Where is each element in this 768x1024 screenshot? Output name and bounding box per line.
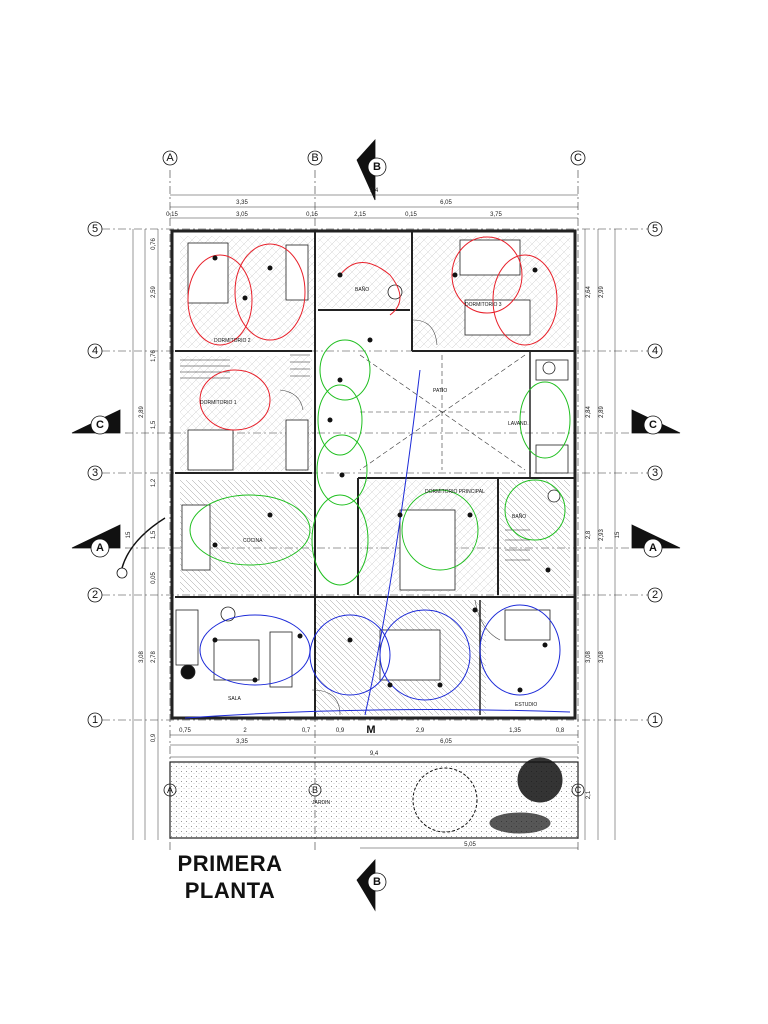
dim-left-5: 2,89 [139, 406, 145, 418]
axis-label-3-right: 3 [652, 467, 658, 479]
dim-top-part-2: 6,05 [440, 200, 452, 206]
room-label-bano-2: BAÑO [512, 513, 526, 520]
dim-right-4: 2,89 [599, 406, 605, 418]
section-markers [71, 138, 681, 912]
dim-top-detail-5: 0,15 [405, 212, 417, 218]
dim-top-detail-2: 3,05 [236, 212, 248, 218]
section-label-c-left: C [96, 419, 104, 431]
dim-bottom-detail-1: 0,75 [179, 728, 191, 734]
dim-left-9: 2,78 [151, 651, 157, 663]
room-label-dormitorio-3: DORMITORIO 3 [465, 302, 502, 308]
section-label-c-right: C [649, 419, 657, 431]
dim-right-3: 2,84 [586, 406, 592, 418]
room-label-lavand: LAVAND. [508, 421, 529, 427]
axis-label-5-left: 5 [92, 223, 98, 235]
section-label-a-right: A [649, 542, 657, 554]
circuit-red [187, 236, 558, 431]
dim-top-detail-3: 0,15 [306, 212, 318, 218]
dim-right-total: 15 [615, 531, 621, 538]
section-label-b-top: B [373, 161, 381, 173]
dim-right-1: 2,64 [586, 286, 592, 298]
section-label-a-left: A [96, 542, 104, 554]
dim-bottom-part-1: 3,35 [236, 739, 248, 745]
stairs [180, 354, 530, 561]
dim-top-detail-4: 2,15 [354, 212, 366, 218]
axis-label-b-top: B [311, 152, 318, 164]
room-label-cocina: COCINA [243, 538, 263, 544]
plan-title: PRIMERA PLANTA [150, 850, 310, 904]
dim-bottom-detail-7: 0,8 [556, 728, 565, 734]
dim-left-4: 1,5 [151, 420, 157, 429]
plan-title-line-1: PRIMERA [177, 851, 283, 876]
lamps [212, 255, 551, 693]
axis-label-2-right: 2 [652, 589, 658, 601]
section-label-m: M [366, 724, 375, 736]
dim-bottom-detail-5: 2,9 [416, 728, 425, 734]
dim-left-6: 1,2 [151, 478, 157, 487]
dim-bottom-detail-2: 2 [243, 728, 247, 734]
dim-left-8: 0,05 [151, 572, 157, 584]
patio-void [359, 354, 526, 471]
circuit-blue [184, 369, 571, 719]
dimension-lines [132, 194, 616, 849]
axis-label-c-top: C [574, 152, 582, 164]
room-label-jardin: JARDIN [312, 800, 330, 806]
dim-left-11: 0,9 [151, 733, 157, 742]
dim-right-6: 2,93 [599, 529, 605, 541]
dim-left-7: 1,5 [151, 530, 157, 539]
dim-right-8: 3,08 [599, 651, 605, 663]
circuit-green [189, 339, 571, 586]
dim-right-5: 2,8 [586, 530, 592, 539]
dim-left-10: 3,08 [139, 651, 145, 663]
axis-label-4-left: 4 [92, 345, 98, 357]
dim-top-detail-1: 0,15 [166, 212, 178, 218]
room-label-sala: SALA [228, 696, 241, 702]
dim-bottom-detail-3: 0,7 [302, 728, 311, 734]
axis-label-2-left: 2 [92, 589, 98, 601]
dim-bottom-detail-6: 1,35 [509, 728, 521, 734]
dim-right-7: 3,08 [586, 651, 592, 663]
dim-bottom-total: 9,4 [370, 751, 379, 757]
dim-garden-width: 5,05 [464, 842, 476, 848]
axis-label-5-right: 5 [652, 223, 658, 235]
plan-title-line-2: PLANTA [184, 878, 276, 903]
axis-label-a-top: A [166, 152, 174, 164]
axis-label-1-right: 1 [652, 714, 658, 726]
axis-label-4-right: 4 [652, 345, 658, 357]
room-label-bano: BAÑO [355, 286, 369, 293]
room-label-estudio: ESTUDIO [515, 702, 537, 708]
dim-left-2: 2,59 [151, 286, 157, 298]
dim-left-1: 0,76 [151, 238, 157, 250]
room-label-patio: PATIO [433, 388, 447, 394]
room-label-principal: DORMITORIO PRINCIPAL [425, 489, 485, 495]
dim-bottom-detail-4: 0,9 [336, 728, 345, 734]
dim-right-2: 2,99 [599, 286, 605, 298]
axis-label-1-left: 1 [92, 714, 98, 726]
section-label-b-bottom: B [373, 876, 381, 888]
dim-top-part-1: 3,35 [236, 200, 248, 206]
dim-bottom-part-2: 6,05 [440, 739, 452, 745]
room-label-dormitorio-2: DORMITORIO 2 [214, 338, 251, 344]
dim-left-3: 1,76 [151, 350, 157, 362]
room-label-dormitorio-1: DORMITORIO 1 [200, 400, 237, 406]
garden-trees [412, 757, 563, 834]
dim-top-total: 9,4 [370, 188, 379, 194]
dim-top-detail-6: 3,75 [490, 212, 502, 218]
walls [169, 229, 579, 839]
dim-left-total: 15 [126, 531, 132, 538]
axis-label-3-left: 3 [92, 467, 98, 479]
dim-right-9: 2,1 [586, 790, 592, 799]
